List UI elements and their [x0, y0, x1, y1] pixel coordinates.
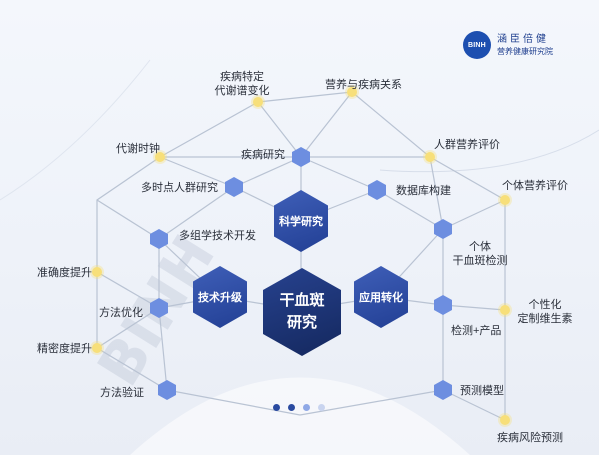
label-database: 数据库构建	[396, 185, 451, 197]
node-multi-timepoint	[225, 177, 243, 197]
core-line-1: 干血斑	[279, 292, 325, 309]
label-metabolic-clock: 代谢时钟	[116, 143, 160, 155]
dot-disease-risk	[500, 415, 510, 425]
label-metabolic: 疾病特定 代谢谱变化	[208, 70, 276, 98]
label-multi-timepoint: 多时点人群研究	[141, 182, 218, 194]
label-disease-risk: 疾病风险预测	[497, 432, 563, 444]
node-method-optimize	[150, 298, 168, 318]
pillar-application: 应用转化	[354, 266, 408, 328]
node-individual-dbs	[434, 219, 452, 239]
dot-individual-nutrition	[500, 195, 510, 205]
label-personalized-1: 个性化	[528, 299, 562, 311]
page-dot[interactable]	[288, 404, 295, 411]
dot-population-nutrition	[425, 152, 435, 162]
dot-precision	[92, 343, 102, 353]
logo-title: 涵臣倍健	[497, 33, 549, 45]
label-individual-nutrition: 个体营养评价	[502, 180, 568, 192]
label-prediction-model: 预测模型	[460, 385, 504, 397]
node-detect-product	[434, 295, 452, 315]
label-metabolic-2: 代谢谱变化	[214, 85, 270, 97]
dot-accuracy	[92, 267, 102, 277]
dot-personalized	[500, 305, 510, 315]
label-disease-research: 疾病研究	[241, 149, 285, 161]
dot-metabolic-clock	[155, 152, 165, 162]
page-dot[interactable]	[318, 404, 325, 411]
label-detect-product: 检测+产品	[451, 325, 502, 337]
pillar-tech-label: 技术升级	[198, 292, 242, 304]
dot-metabolic	[253, 97, 263, 107]
label-population-nutrition: 人群营养评价	[434, 139, 500, 151]
node-multi-omics	[150, 229, 168, 249]
label-individual-dbs-1: 个体	[469, 241, 491, 253]
label-method-validate: 方法验证	[100, 387, 144, 399]
label-metabolic-1: 疾病特定	[220, 71, 264, 83]
node-method-validate	[158, 380, 176, 400]
dot-nutrition-disease	[347, 87, 357, 97]
label-personalized: 个性化 定制维生素	[510, 298, 580, 326]
node-disease-research	[292, 147, 310, 167]
pillar-application-label: 应用转化	[359, 292, 403, 304]
logo-mark: BINH	[463, 31, 491, 59]
label-method-optimize: 方法优化	[99, 307, 143, 319]
page-dot[interactable]	[273, 404, 280, 411]
core-line-2: 研究	[286, 314, 317, 331]
logo-subtitle: 营养健康研究院	[497, 46, 553, 56]
label-personalized-2: 定制维生素	[517, 313, 573, 325]
label-nutrition-disease: 营养与疾病关系	[325, 79, 402, 91]
label-multi-omics: 多组学技术开发	[179, 230, 256, 242]
node-database	[368, 180, 386, 200]
page-dot[interactable]	[303, 404, 310, 411]
brand-logo: BINH 涵臣倍健 营养健康研究院	[463, 31, 553, 59]
label-precision: 精密度提升	[37, 343, 92, 355]
pillar-science-label: 科学研究	[279, 216, 323, 228]
pillar-tech: 技术升级	[193, 266, 247, 328]
label-individual-dbs-2: 干血斑检测	[452, 255, 508, 267]
pagination-dots	[273, 404, 325, 411]
node-prediction-model	[434, 380, 452, 400]
label-accuracy: 准确度提升	[37, 267, 92, 279]
label-individual-dbs: 个体 干血斑检测	[446, 240, 514, 268]
